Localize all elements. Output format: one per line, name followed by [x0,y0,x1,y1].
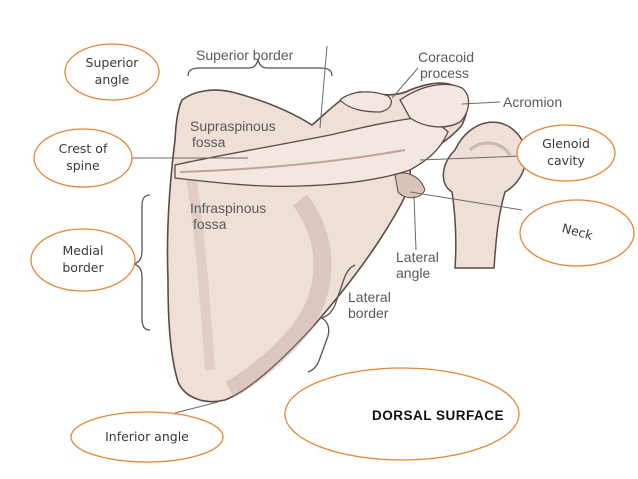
leader-acromion [461,101,501,105]
callout-medial-line1: Medial [62,243,103,258]
label-supraspinous-line1: Supraspinous [190,118,276,134]
label-superior-border: Superior border [196,47,294,63]
label-infraspinous-line1: Infraspinous [190,200,266,216]
callout-superior-angle: Superior angle [64,43,160,101]
printed-labels: Superior border Coracoid process Acromio… [190,47,562,321]
callout-crest-line1: Crest of [59,141,108,156]
label-coracoid-line1: Coracoid [418,49,474,65]
leader-glenoid [419,155,521,161]
callout-glenoid-cavity: Glenoid cavity [516,124,616,182]
leader-superior-border [319,45,328,129]
callout-medial-line2: border [62,260,104,275]
callout-neck: Neck [519,199,635,267]
callout-inferior-angle: Inferior angle [70,411,224,463]
medial-border-brace [131,194,151,331]
callout-crest-of-spine: Crest of spine [33,128,133,188]
leader-inferior-angle [174,401,219,414]
label-acromion: Acromion [503,94,562,110]
label-coracoid-line2: process [420,65,469,81]
callout-dorsal-surface: DORSAL SURFACE [284,367,520,461]
humerus-head [442,121,527,269]
callout-superior-angle-line2: angle [95,72,130,87]
lateral-border-brace [307,264,356,373]
label-lateral-border-line1: Lateral [348,289,391,305]
label-lateral-border-line2: border [348,305,389,321]
leader-lateral-angle [413,195,417,251]
callout-glenoid-line2: cavity [547,153,585,168]
callout-superior-angle-line1: Superior [86,55,140,70]
scapula-bone [166,82,470,403]
callout-crest-line2: spine [66,158,100,173]
callout-medial-border: Medial border [30,228,136,292]
leader-lines [110,45,523,414]
label-lateral-angle-line1: Lateral [396,249,439,265]
dorsal-surface-title: DORSAL SURFACE [372,408,504,423]
callout-inferior-angle-label: Inferior angle [105,429,189,444]
leader-coracoid [391,67,419,99]
label-infraspinous-line2: fossa [193,216,227,232]
label-supraspinous-line2: fossa [192,134,226,150]
callout-glenoid-line1: Glenoid [542,136,590,151]
leader-neck [409,191,523,211]
label-lateral-angle-line2: angle [396,265,430,281]
